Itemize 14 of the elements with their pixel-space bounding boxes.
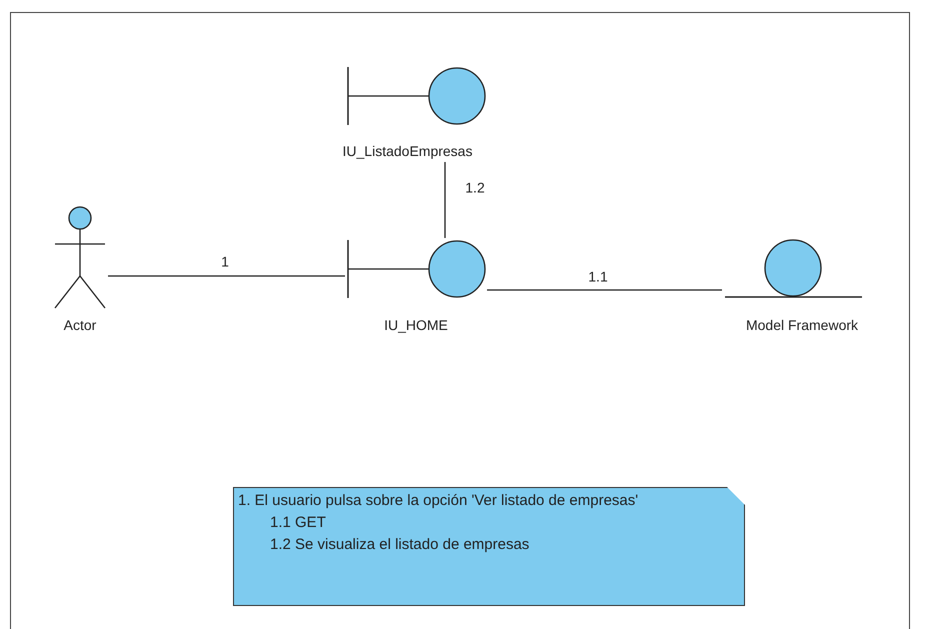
note-text: 1. El usuario pulsa sobre la opción 'Ver listado de empresas'	[238, 491, 640, 511]
node-label: Actor	[64, 316, 96, 335]
connector	[444, 162, 446, 238]
edge-label: 1	[221, 252, 229, 272]
note	[233, 487, 745, 606]
note-text: 1.2 Se visualiza el listado de empresas	[269, 535, 530, 555]
connector	[108, 275, 345, 277]
note-text: 1.1 GET	[269, 513, 327, 533]
edge-label: 1.2	[465, 178, 485, 198]
edge-label: 1.1	[588, 268, 608, 286]
node-label: IU_ListadoEmpresas	[342, 142, 472, 161]
node-label: IU_HOME	[384, 316, 448, 335]
connector	[487, 289, 722, 291]
node-label: Model Framework	[746, 316, 858, 335]
